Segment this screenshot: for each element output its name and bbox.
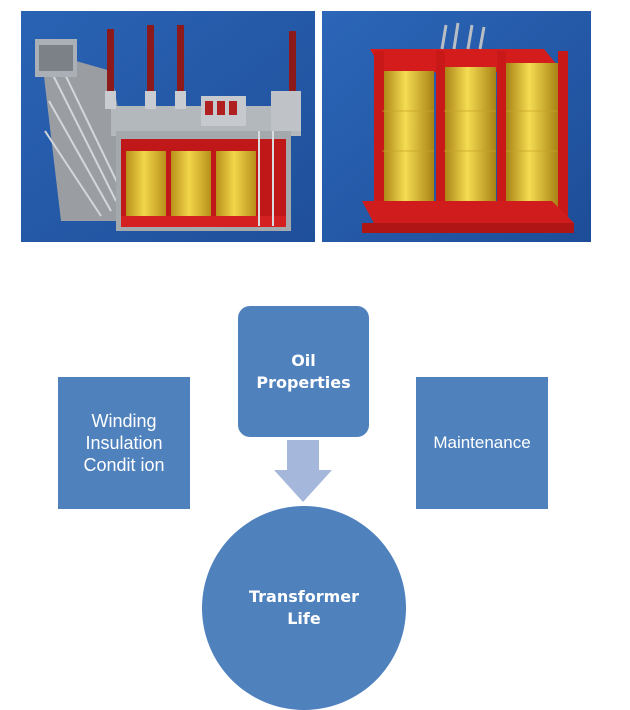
winding-insulation-label: Winding Insulation Condit ion [83, 411, 165, 475]
down-arrow-icon [274, 440, 332, 502]
transformer-life-node: Transformer Life [202, 506, 406, 710]
transformer-cutaway-photo [21, 11, 315, 242]
maintenance-node: Maintenance [416, 377, 548, 509]
oil-properties-label: Oil Properties [256, 350, 351, 392]
oil-properties-node: Oil Properties [238, 306, 369, 437]
transformer-core-photo [322, 11, 591, 242]
winding-insulation-node: Winding Insulation Condit ion [58, 377, 190, 509]
maintenance-label: Maintenance [433, 433, 531, 452]
transformer-life-label: Transformer Life [248, 587, 359, 628]
